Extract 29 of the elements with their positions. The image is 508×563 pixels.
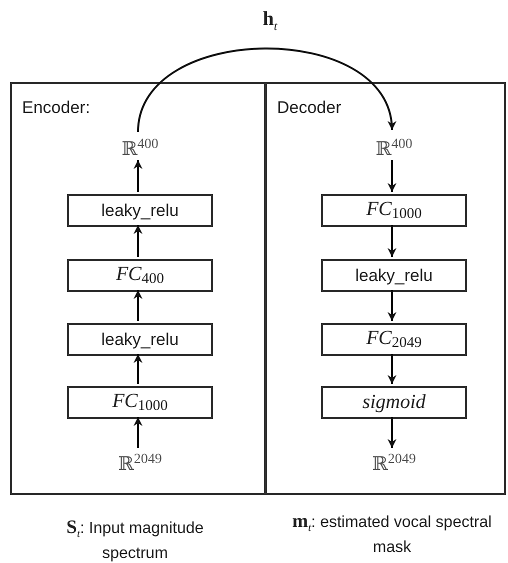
panel-frame (265, 82, 506, 495)
arrow (134, 417, 142, 448)
panel-heading: Decoder (277, 98, 342, 118)
arrow (134, 160, 142, 192)
vector-space-label: ℝ$^{2049}$ (105, 450, 175, 478)
arrow (134, 225, 142, 257)
layer-box: FC$_{1000}$ (321, 194, 467, 227)
arrow (388, 290, 396, 321)
layer-box: FC$_{400}$ (67, 259, 213, 292)
arrow (388, 160, 396, 192)
layer-box: sigmoid (321, 386, 467, 419)
caption-text: S$_{t}$: Input magnitude spectrum (65, 518, 205, 563)
panel-heading: Encoder: (22, 98, 90, 118)
layer-box: FC$_{1000}$ (67, 386, 213, 419)
layer-box: FC$_{2049}$ (321, 323, 467, 356)
panel-frame (10, 82, 266, 495)
layer-box: leaky_relu (321, 259, 467, 292)
vector-space-label: ℝ$^{400}$ (110, 136, 170, 162)
layer-box: leaky_relu (67, 323, 213, 356)
vector-space-label: ℝ$^{2049}$ (359, 450, 429, 478)
layer-box: leaky_relu (67, 194, 213, 227)
arrow (134, 290, 142, 321)
arrow (388, 417, 396, 448)
caption-text: m$_{t}$: estimated vocal spectral mask (292, 512, 492, 558)
arrow (388, 225, 396, 257)
arrow (388, 354, 396, 384)
arrow (137, 48, 395, 132)
arrow (134, 354, 142, 384)
vector-space-label: ℝ$^{400}$ (364, 136, 424, 162)
